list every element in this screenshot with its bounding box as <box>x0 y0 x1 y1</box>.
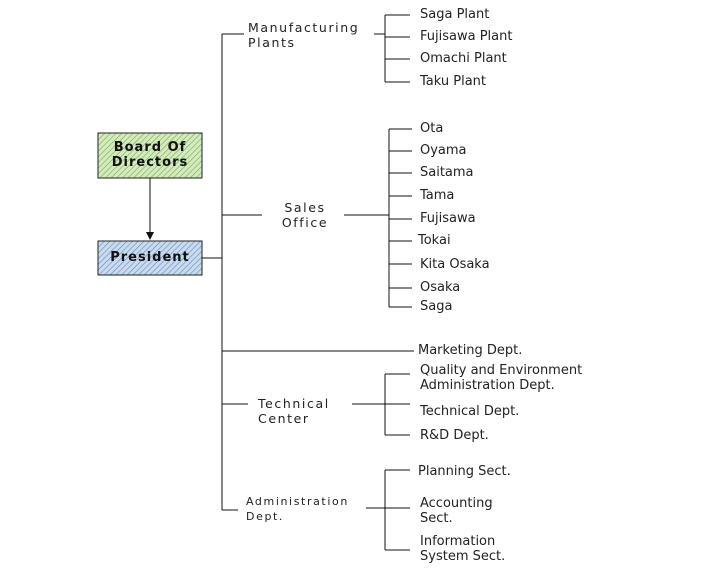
technical-item-line: Administration Dept. <box>420 378 555 393</box>
board-label-line1: Board Of <box>113 140 187 155</box>
administration-item-line: Sect. <box>420 511 453 526</box>
manufacturing-plants-label: Manufacturing Plants <box>248 20 359 50</box>
administration-label-line2: Dept. <box>246 510 285 523</box>
sales-item: Saitama <box>420 165 474 180</box>
plant-item: Fujisawa Plant <box>420 29 513 44</box>
sales-item: Kita Osaka <box>420 257 490 272</box>
technical-item: Technical Dept. <box>420 404 520 419</box>
president-label-text: President <box>110 250 190 265</box>
administration-dept-label: Administration Dept. <box>246 494 349 524</box>
plant-item: Taku Plant <box>420 74 487 89</box>
technical-item-line: Quality and Environment <box>420 363 583 378</box>
sales-item: Oyama <box>420 143 467 158</box>
administration-label-line1: Administration <box>246 495 349 508</box>
administration-item: Accounting Sect. <box>420 496 493 526</box>
board-label-line2: Directors <box>111 155 189 170</box>
sales-item: Ota <box>420 121 444 136</box>
technical-label-line2: Center <box>258 411 310 426</box>
administration-item: Planning Sect. <box>418 464 511 479</box>
technical-item: Quality and Environment Administration D… <box>420 363 582 393</box>
plant-item: Omachi Plant <box>420 51 507 66</box>
plant-item: Saga Plant <box>420 7 490 22</box>
board-box <box>97 132 203 179</box>
manufacturing-label-line2: Plants <box>248 35 296 50</box>
president-label: President <box>98 250 202 265</box>
sales-item: Osaka <box>420 280 461 295</box>
administration-item: Information System Sect. <box>420 534 505 564</box>
sales-item: Tama <box>420 188 455 203</box>
board-of-directors-label: Board Of Directors <box>98 140 202 170</box>
sales-label-line1: Sales <box>284 200 326 215</box>
manufacturing-label-line1: Manufacturing <box>248 20 360 35</box>
administration-item-line: Information <box>420 534 496 549</box>
sales-item: Tokai <box>418 233 451 248</box>
technical-item: R&D Dept. <box>420 428 489 443</box>
marketing-dept-label: Marketing Dept. <box>418 343 523 358</box>
technical-center-label: Technical Center <box>258 396 330 426</box>
sales-label-line2: Office <box>281 215 329 230</box>
technical-label-line1: Technical <box>258 396 330 411</box>
administration-item-line: System Sect. <box>420 549 506 564</box>
sales-office-label: Sales Office <box>280 200 330 230</box>
sales-item: Fujisawa <box>420 211 476 226</box>
sales-item: Saga <box>420 299 453 314</box>
president-box <box>97 240 203 276</box>
administration-item-line: Accounting <box>420 496 493 511</box>
